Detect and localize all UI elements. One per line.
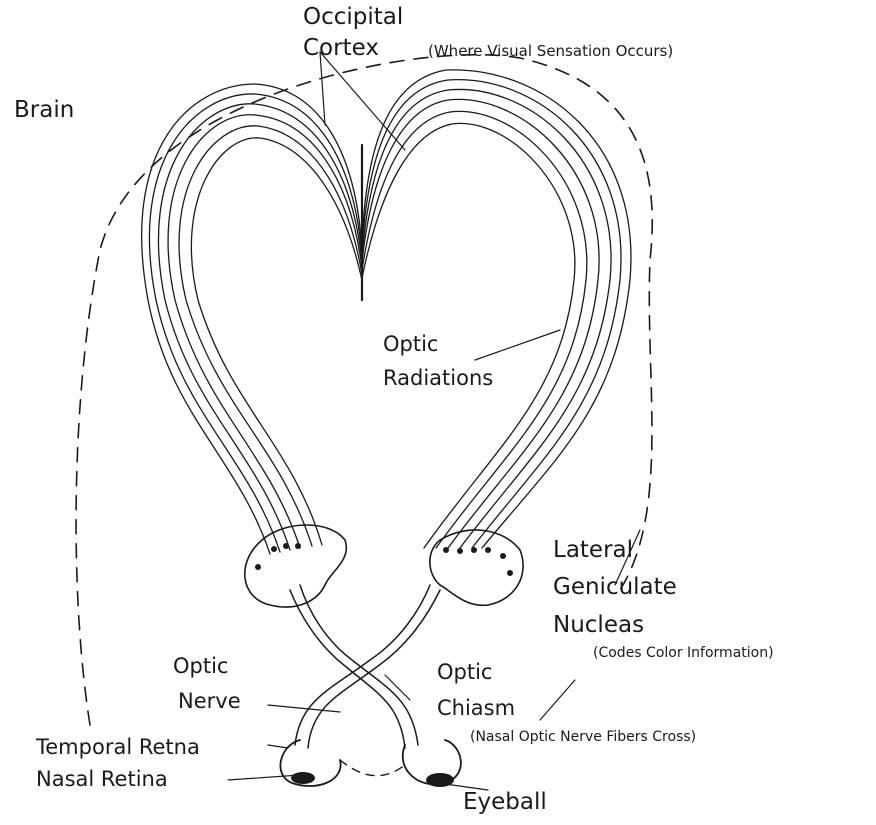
optic-chiasm-label-1: Optic [437, 661, 492, 683]
temporal-retina-label: Temporal Retna [36, 736, 200, 758]
optic-nerve-label-1: Optic [173, 655, 228, 677]
nucleas-label: Nucleas [553, 613, 644, 637]
nasal-retina-label: Nasal Retina [36, 768, 168, 790]
optic-chiasm-label-2: Chiasm [437, 697, 515, 719]
left-optic-radiations [142, 84, 362, 554]
occipital-label: Occipital [303, 5, 403, 29]
lgn-note: (Codes Color Information) [593, 646, 774, 661]
geniculate-label: Geniculate [553, 575, 677, 599]
brain-label: Brain [14, 98, 74, 122]
chiasm-note: (Nasal Optic Nerve Fibers Cross) [470, 730, 696, 745]
eyeball-label: Eyeball [463, 790, 547, 814]
optic-chiasm-fibers [290, 585, 440, 748]
eye-connector-dashes [340, 760, 405, 776]
right-retina-spot [426, 773, 454, 787]
lateral-label: Lateral [553, 538, 633, 562]
optic-nerve-label-2: Nerve [178, 690, 241, 712]
left-retina-spot [291, 772, 315, 784]
cortex-note: (Where Visual Sensation Occurs) [428, 44, 673, 60]
leader-lines [228, 52, 640, 790]
right-optic-radiations [362, 70, 631, 548]
cortex-label: Cortex [303, 36, 379, 60]
optic-radiations-label-1: Optic [383, 333, 438, 355]
optic-radiations-label-2: Radiations [383, 367, 493, 389]
